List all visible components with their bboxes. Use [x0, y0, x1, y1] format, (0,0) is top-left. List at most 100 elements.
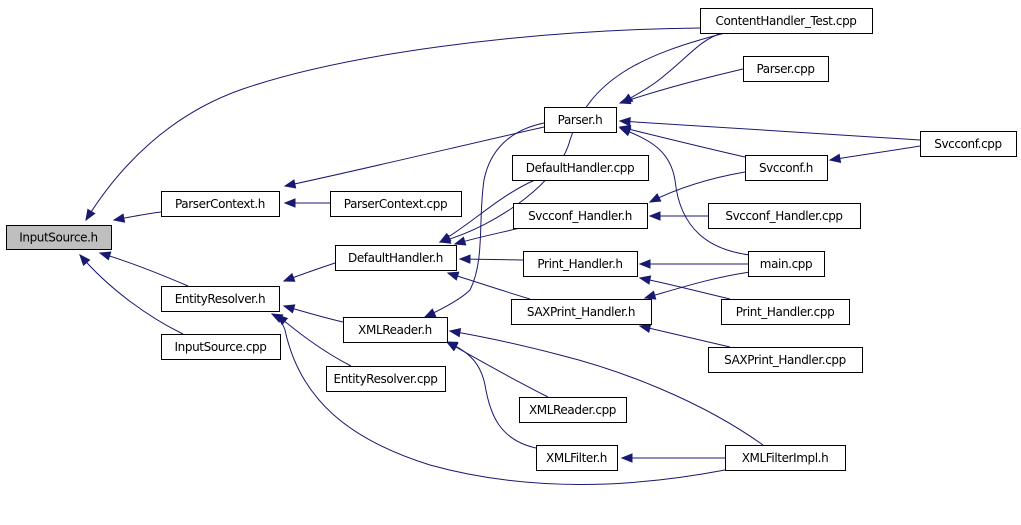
edge-line	[446, 341, 537, 449]
arrowhead-icon	[438, 232, 452, 243]
node-main-cpp[interactable]: main.cpp	[748, 251, 825, 277]
edge-entityresolver-h-to-inputsource-h	[98, 251, 189, 287]
arrowhead-icon	[283, 198, 296, 208]
node-xmlreader-cpp[interactable]: XMLReader.cpp	[519, 397, 627, 423]
node-xmlreader-h[interactable]: XMLReader.h	[343, 317, 448, 343]
node-box	[511, 299, 652, 325]
edge-line	[284, 126, 545, 187]
node-box	[6, 225, 112, 250]
node-box	[725, 445, 846, 471]
node-box	[745, 155, 828, 181]
node-label: Svcconf_Handler.cpp	[725, 209, 842, 223]
node-parser-cpp[interactable]: Parser.cpp	[743, 56, 829, 82]
arrowhead-icon	[648, 193, 662, 203]
arrowhead-icon	[648, 211, 661, 221]
node-parsercontext-cpp[interactable]: ParserContext.cpp	[330, 191, 462, 217]
node-inputsource-h: InputSource.h	[6, 225, 112, 250]
edge-main-cpp-to-parser-h	[618, 127, 751, 256]
node-contenthandler-test-cpp[interactable]: ContentHandler_Test.cpp	[700, 8, 873, 34]
node-box	[708, 347, 863, 373]
node-svcconf-handler-h[interactable]: Svcconf_Handler.h	[513, 203, 648, 229]
node-print-handler-cpp[interactable]: Print_Handler.cpp	[721, 299, 850, 325]
edge-line	[644, 271, 751, 299]
edge-svcconf-handler-h-to-defaulthandler-h	[453, 227, 521, 246]
node-label: ParserContext.h	[175, 197, 265, 211]
edge-line	[459, 258, 524, 261]
edge-line	[619, 126, 746, 158]
arrowhead-icon	[448, 328, 462, 338]
edge-line	[621, 32, 723, 104]
node-label: XMLFilterImpl.h	[742, 451, 829, 465]
node-label: SAXPrint_Handler.cpp	[724, 353, 846, 367]
node-box	[335, 245, 457, 271]
arrowhead-icon	[282, 304, 296, 314]
arrowhead-icon	[618, 95, 632, 105]
edge-entityresolver-cpp-to-entityresolver-h	[275, 314, 352, 367]
edge-line	[829, 145, 921, 161]
edge-xmlfilter-h-to-xmlreader-h	[445, 341, 537, 449]
edge-inputsource-cpp-to-inputsource-h	[79, 253, 184, 335]
arrowhead-icon	[618, 117, 631, 127]
node-defaulthandler-cpp[interactable]: DefaultHandler.cpp	[512, 155, 649, 181]
node-box	[326, 366, 446, 392]
edges-layer	[79, 27, 921, 485]
node-box	[536, 445, 618, 471]
node-svcconf-h[interactable]: Svcconf.h	[745, 155, 828, 181]
node-saxprint-handler-cpp[interactable]: SAXPrint_Handler.cpp	[708, 347, 863, 373]
node-svcconf-cpp[interactable]: Svcconf.cpp	[920, 131, 1017, 157]
node-label: SAXPrint_Handler.h	[527, 305, 635, 319]
edge-line	[447, 272, 531, 300]
node-parsercontext-h[interactable]: ParserContext.h	[161, 191, 280, 217]
node-defaulthandler-h[interactable]: DefaultHandler.h	[335, 245, 457, 271]
node-entityresolver-h[interactable]: EntityResolver.h	[161, 286, 280, 312]
node-print-handler-h[interactable]: Print_Handler.h	[523, 251, 638, 277]
node-box	[512, 155, 649, 181]
node-label: Print_Handler.cpp	[736, 305, 835, 319]
node-xmlfilterimpl-h[interactable]: XMLFilterImpl.h	[725, 445, 846, 471]
node-label: ContentHandler_Test.cpp	[715, 14, 856, 28]
node-label: Parser.cpp	[756, 62, 814, 76]
edge-line	[439, 32, 726, 243]
node-box	[743, 56, 829, 82]
edge-xmlfilterimpl-h-to-xmlreader-h	[448, 328, 764, 446]
node-box	[544, 107, 617, 133]
arrowhead-icon	[98, 251, 112, 261]
edge-saxprint-handler-cpp-to-saxprint-handler-h	[638, 323, 731, 348]
edge-line	[639, 325, 731, 348]
edge-print-handler-h-to-defaulthandler-h	[458, 254, 524, 264]
edge-line	[619, 127, 751, 256]
node-box	[513, 203, 648, 229]
arrowhead-icon	[453, 236, 467, 246]
edge-svcconf-h-to-parser-h	[618, 124, 746, 158]
edge-xmlreader-h-to-entityresolver-h	[282, 304, 344, 323]
edge-contenthandler-test-cpp-to-parser-h	[620, 32, 723, 104]
node-label: EntityResolver.h	[175, 292, 265, 306]
edge-line	[271, 313, 726, 485]
edge-line	[79, 254, 184, 335]
edge-parsercontext-cpp-to-parsercontext-h	[283, 198, 330, 208]
nodes-layer: InputSource.h ParserContext.h ParserContex…	[6, 8, 1017, 471]
node-xmlfilter-h[interactable]: XMLFilter.h	[536, 445, 618, 471]
edge-line	[619, 68, 744, 104]
edge-xmlfilterimpl-h-to-entityresolver-h	[270, 313, 726, 485]
edge-parser-h-to-parsercontext-h	[283, 126, 545, 189]
node-label: InputSource.cpp	[175, 340, 267, 354]
edge-line	[649, 171, 746, 203]
edge-line	[85, 27, 701, 221]
node-box	[343, 317, 448, 343]
node-entityresolver-cpp[interactable]: EntityResolver.cpp	[326, 366, 446, 392]
node-label: Svcconf_Handler.h	[528, 209, 632, 223]
arrowhead-icon	[423, 308, 437, 318]
node-saxprint-handler-h[interactable]: SAXPrint_Handler.h	[511, 299, 652, 325]
node-label: XMLReader.h	[358, 323, 432, 337]
node-inputsource-cpp[interactable]: InputSource.cpp	[161, 334, 281, 360]
node-label: InputSource.h	[19, 231, 98, 245]
node-box	[161, 286, 280, 312]
node-box	[708, 203, 861, 229]
node-parser-h[interactable]: Parser.h	[544, 107, 617, 133]
node-svcconf-handler-cpp[interactable]: Svcconf_Handler.cpp	[708, 203, 861, 229]
arrowhead-icon	[638, 275, 652, 285]
arrowhead-icon	[828, 153, 842, 163]
edge-saxprint-handler-h-to-defaulthandler-h	[446, 271, 531, 300]
